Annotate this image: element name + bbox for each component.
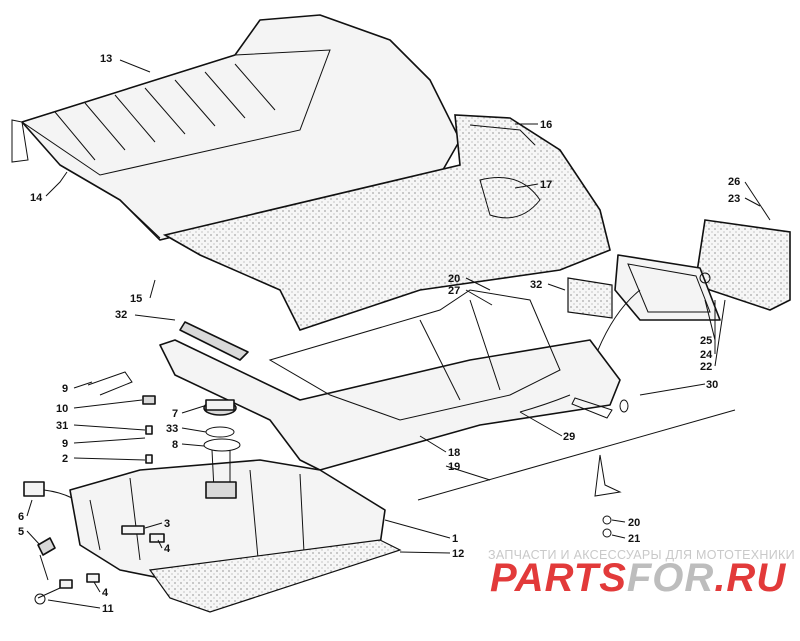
callout-18: 18: [448, 447, 460, 459]
callout-23: 23: [728, 193, 740, 205]
callout-20-top: 20: [448, 273, 460, 285]
callout-20-bottom: 20: [628, 517, 640, 529]
callout-7: 7: [172, 408, 178, 420]
callout-16: 16: [540, 119, 552, 131]
callout-24: 24: [700, 349, 713, 361]
logo-ru-text: .RU: [714, 556, 787, 600]
tie-rod: [417, 409, 736, 538]
callout-22: 22: [700, 361, 712, 373]
callout-8: 8: [172, 439, 178, 451]
callout-31: 31: [56, 420, 68, 432]
callout-29: 29: [563, 431, 575, 443]
callout-21: 21: [628, 533, 640, 545]
callout-10: 10: [56, 403, 68, 415]
callout-1: 1: [452, 533, 458, 545]
callout-4-upper: 4: [164, 543, 171, 555]
small-hardware: [23, 481, 165, 605]
callout-13: 13: [100, 53, 112, 65]
callout-12: 12: [452, 548, 464, 560]
seat-base-shell: [162, 114, 611, 331]
callout-32-right: 32: [530, 279, 542, 291]
callout-3: 3: [164, 518, 170, 530]
callout-25: 25: [700, 335, 712, 347]
callout-11: 11: [102, 603, 114, 615]
callout-5: 5: [18, 526, 24, 538]
callout-17: 17: [540, 179, 552, 191]
callout-19: 19: [448, 461, 460, 473]
callout-9-bottom: 9: [62, 438, 68, 450]
callout-30: 30: [706, 379, 718, 391]
callout-33: 33: [166, 423, 178, 435]
callout-6: 6: [18, 511, 24, 523]
taillight-housing: [597, 254, 721, 351]
watermark-logo: PARTSFOR.RU: [490, 556, 786, 601]
mount-bracket: [519, 394, 629, 419]
callout-14: 14: [30, 192, 43, 204]
lower-body-tray: [159, 289, 621, 471]
leader-lines: [26, 59, 771, 609]
callout-2: 2: [62, 453, 68, 465]
callout-4-lower: 4: [102, 587, 109, 599]
logo-for-text: FOR: [626, 556, 715, 600]
tank-pad: [148, 539, 402, 613]
callout-15: 15: [130, 293, 142, 305]
gasket-right: [567, 277, 613, 319]
callout-9-top: 9: [62, 383, 68, 395]
callout-26: 26: [728, 176, 740, 188]
callout-32-left: 32: [115, 309, 127, 321]
fuel-cap-and-sender: [203, 399, 241, 499]
watermark-caption: ЗАПЧАСТИ И АКСЕССУАРЫ ДЛЯ МОТОТЕХНИКИ: [488, 548, 795, 562]
logo-parts-text: PARTS: [490, 556, 627, 600]
fuel-line-fittings: [87, 371, 156, 464]
callout-labels: 13 16 14 17 26 23 15 32 20 27 32 25 24 2…: [18, 53, 740, 615]
callout-27: 27: [448, 285, 460, 297]
